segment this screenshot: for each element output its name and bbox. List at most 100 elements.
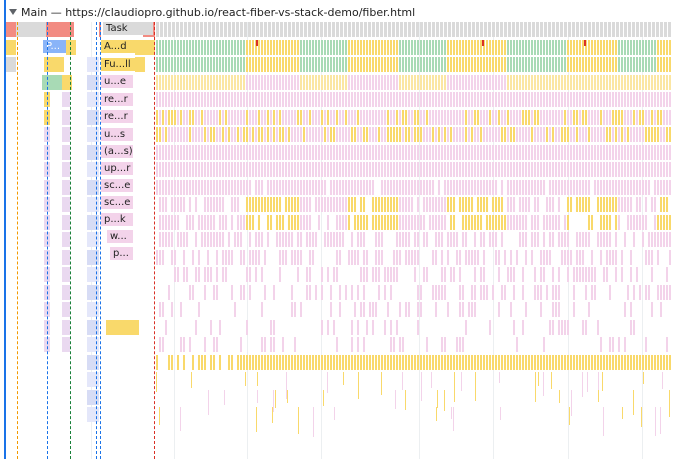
flame-cell[interactable]: [663, 144, 665, 160]
flame-cell[interactable]: [555, 92, 557, 107]
flame-cell[interactable]: [276, 232, 278, 247]
flame-cell[interactable]: [417, 92, 419, 107]
flame-cell[interactable]: [273, 354, 275, 370]
flame-cell[interactable]: [180, 197, 182, 212]
flame-cell[interactable]: [552, 74, 554, 90]
flame-cell[interactable]: [267, 39, 269, 55]
flame-cell[interactable]: [270, 109, 272, 125]
flame-cell[interactable]: [315, 144, 317, 160]
flame-cell[interactable]: [342, 197, 344, 212]
flame-cell[interactable]: [459, 74, 461, 90]
flame-cell[interactable]: [198, 127, 200, 142]
flame-cell[interactable]: [525, 197, 527, 212]
flame-cell[interactable]: [573, 284, 575, 300]
flame-cell[interactable]: [426, 197, 428, 212]
flame-cell[interactable]: [648, 162, 650, 177]
flame-cell[interactable]: [291, 354, 293, 370]
flame-cell[interactable]: [618, 109, 620, 125]
flame-cell[interactable]: [360, 267, 362, 282]
flame-cell[interactable]: [597, 144, 599, 160]
flame-cell[interactable]: [654, 232, 656, 247]
flame-cell[interactable]: [318, 354, 320, 370]
flame-cell[interactable]: [426, 337, 428, 352]
flame-cell[interactable]: [666, 354, 668, 370]
flame-cell[interactable]: [255, 109, 257, 125]
flame-cell[interactable]: [582, 109, 584, 125]
flame-cell[interactable]: [528, 179, 530, 195]
flame-cell[interactable]: [384, 74, 386, 90]
flame-cell[interactable]: [654, 127, 656, 142]
flame-cell[interactable]: [267, 92, 269, 107]
flame-cell[interactable]: [303, 127, 305, 142]
flame-cell[interactable]: [252, 127, 254, 142]
flame-cell[interactable]: [486, 197, 488, 212]
flame-cell[interactable]: [321, 319, 323, 335]
flame-cell[interactable]: [620, 22, 623, 37]
flame-cell[interactable]: [369, 354, 371, 370]
flame-cell[interactable]: [642, 92, 644, 107]
flame-cell[interactable]: [282, 109, 284, 125]
flame-cell[interactable]: [564, 162, 566, 177]
flame-cell[interactable]: [606, 39, 608, 55]
flame-cell[interactable]: [483, 249, 485, 265]
flame-cell[interactable]: [279, 197, 281, 212]
flame-cell[interactable]: [360, 92, 362, 107]
flame-cell[interactable]: [291, 302, 293, 317]
flame-cell[interactable]: [339, 232, 341, 247]
flame-cell[interactable]: [348, 127, 350, 142]
flame-cell[interactable]: [168, 284, 170, 300]
flame-cell[interactable]: [360, 144, 362, 160]
flame-cell[interactable]: [87, 302, 99, 317]
flame-cell[interactable]: [636, 179, 638, 195]
flame-cell[interactable]: [555, 214, 557, 230]
flame-cell[interactable]: [279, 179, 281, 195]
flame-cell[interactable]: [645, 74, 647, 90]
flame-cell[interactable]: [345, 109, 347, 125]
flame-cell[interactable]: [225, 267, 227, 282]
flame-cell[interactable]: [543, 127, 545, 142]
flame-cell[interactable]: [627, 109, 629, 125]
flame-cell[interactable]: [294, 354, 296, 370]
flame-cell[interactable]: [417, 214, 419, 230]
flame-cell[interactable]: [159, 407, 160, 426]
flame-cell[interactable]: [213, 232, 215, 247]
flame-cell[interactable]: [381, 74, 383, 90]
flame-cell[interactable]: [513, 267, 515, 282]
flame-cell[interactable]: [222, 92, 224, 107]
flame-cell[interactable]: [460, 22, 463, 37]
flame-cell[interactable]: [651, 127, 653, 142]
flame-cell[interactable]: [336, 214, 338, 230]
flame-cell[interactable]: [279, 92, 281, 107]
flame-cell[interactable]: [564, 354, 566, 370]
flame-cell[interactable]: [654, 92, 656, 107]
flame-cell[interactable]: [300, 179, 302, 195]
flame-cell[interactable]: [222, 162, 224, 177]
flame-cell[interactable]: [552, 22, 555, 37]
flame-cell[interactable]: [474, 39, 476, 55]
flame-cell[interactable]: [106, 319, 139, 335]
flame-cell[interactable]: [195, 127, 197, 142]
flame-cell[interactable]: [186, 162, 188, 177]
flame-cell[interactable]: [450, 267, 452, 282]
flame-cell[interactable]: [246, 319, 248, 335]
flame-cell[interactable]: [297, 57, 299, 72]
flame-cell[interactable]: [499, 372, 500, 384]
flame-cell[interactable]: [264, 74, 266, 90]
flame-cell[interactable]: [660, 127, 662, 142]
flame-cell[interactable]: [168, 22, 171, 37]
flame-cell[interactable]: [405, 249, 407, 265]
flame-cell[interactable]: [549, 179, 551, 195]
flame-cell[interactable]: [162, 92, 164, 107]
flame-cell[interactable]: [246, 267, 248, 282]
flame-cell[interactable]: [207, 162, 209, 177]
flame-cell[interactable]: [300, 57, 302, 72]
flame-cell[interactable]: [282, 39, 284, 55]
flame-cell[interactable]: [210, 39, 212, 55]
flame-cell[interactable]: [495, 74, 497, 90]
flame-cell[interactable]: [222, 109, 224, 125]
flame-cell[interactable]: [615, 232, 617, 247]
flame-cell[interactable]: [492, 179, 494, 195]
flame-cell[interactable]: [228, 74, 230, 90]
flame-cell[interactable]: [168, 354, 170, 370]
flame-cell[interactable]: [252, 162, 254, 177]
